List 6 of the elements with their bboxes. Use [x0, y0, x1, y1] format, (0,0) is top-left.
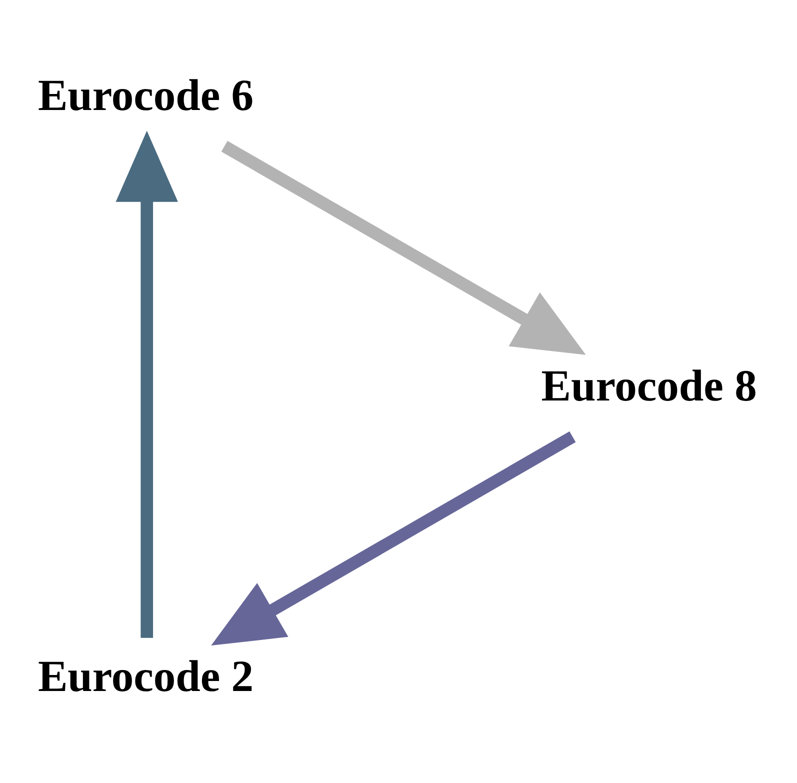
arrow: [221, 140, 586, 354]
node-text: Eurocode 8: [541, 360, 757, 410]
arrow: [116, 130, 178, 638]
node-text: Eurocode 6: [38, 69, 254, 120]
node-text: Eurocode 2: [38, 650, 254, 700]
arrow: [211, 430, 576, 645]
